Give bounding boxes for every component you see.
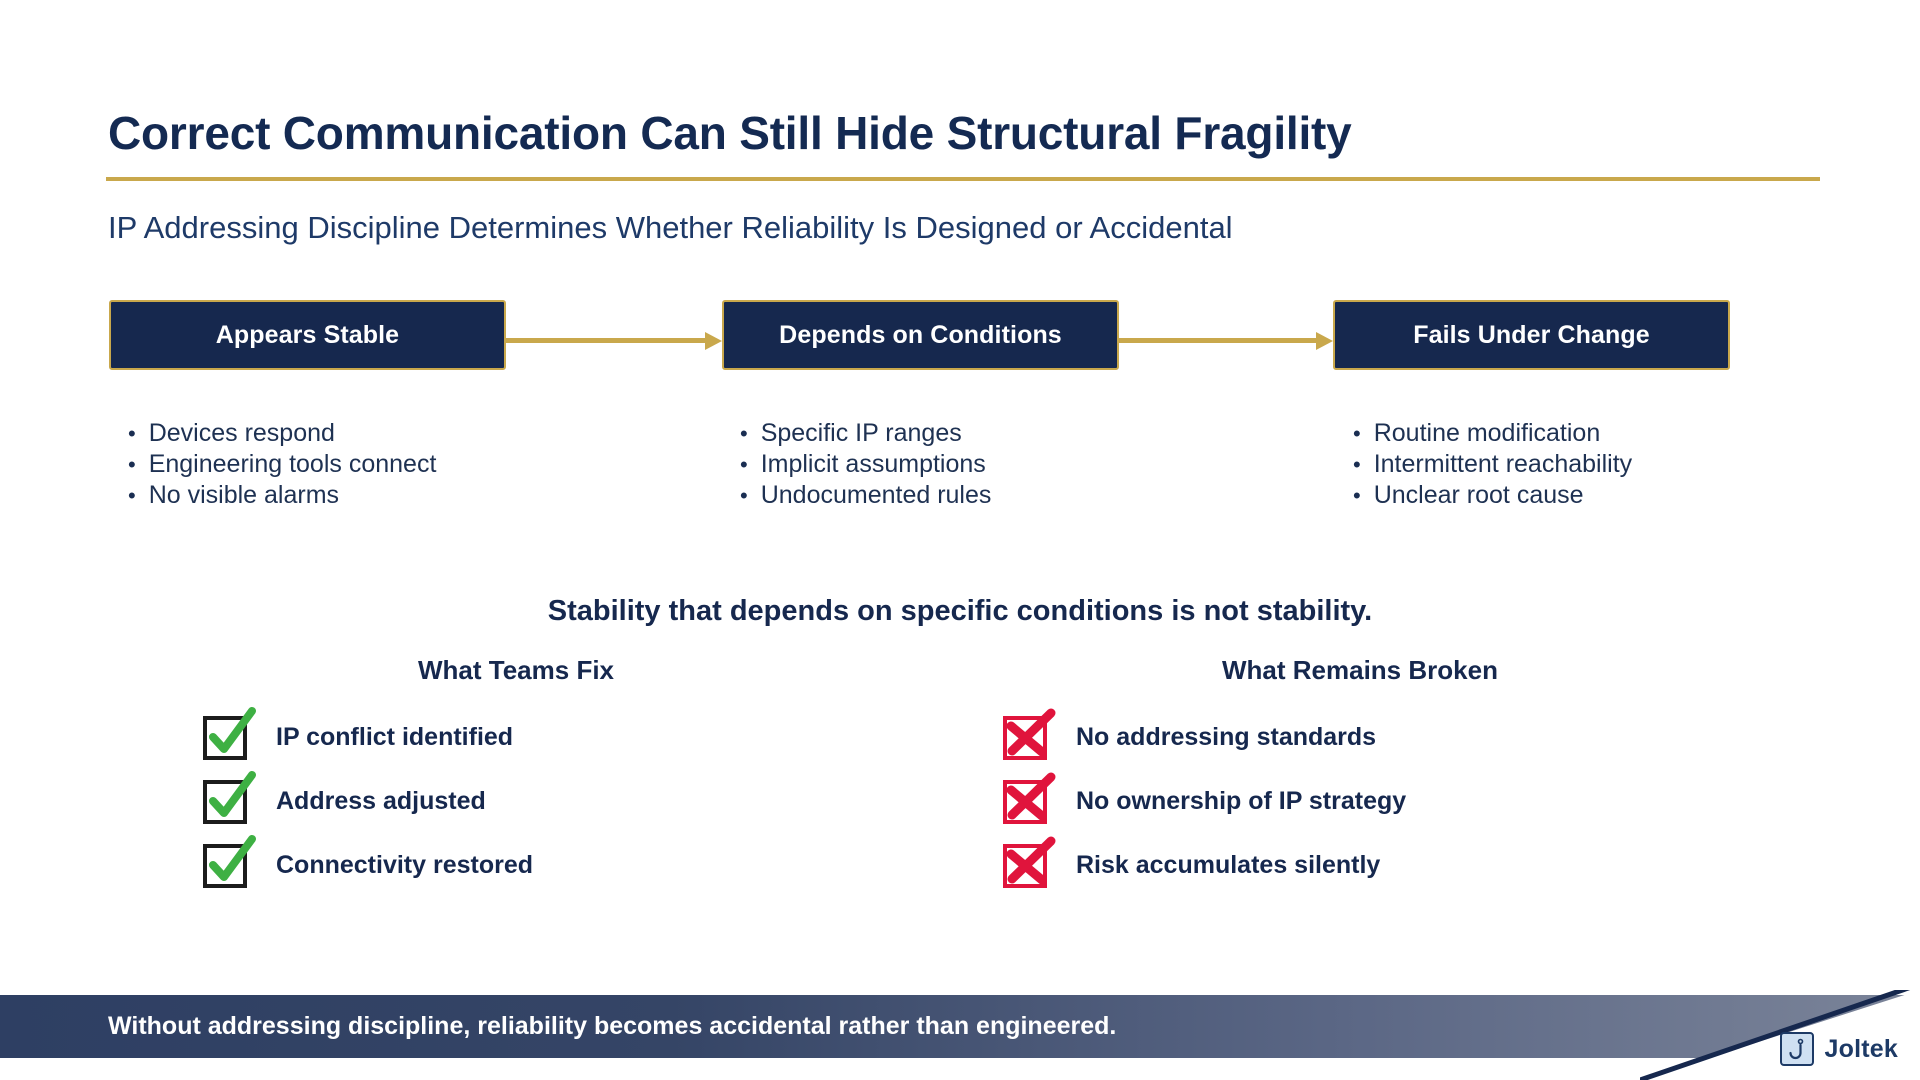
stage-box-depends-on-conditions[interactable]: Depends on Conditions — [722, 300, 1119, 370]
stage-box-appears-stable[interactable]: Appears Stable — [109, 300, 506, 370]
item-label: No addressing standards — [1076, 722, 1377, 751]
item-label: IP conflict identified — [276, 722, 514, 751]
checkbox-check-icon — [202, 771, 256, 826]
stage-label: Fails Under Change — [1413, 320, 1650, 349]
checkbox-cross-icon — [1002, 772, 1056, 826]
item-label: Address adjusted — [276, 786, 486, 815]
item-label: Risk accumulates silently — [1076, 850, 1381, 879]
list-item: • Implicit assumptions — [740, 450, 991, 481]
bullet-dot-icon: • — [128, 483, 136, 508]
list-item: Address adjusted — [202, 771, 486, 830]
footer-message: Without addressing discipline, reliabili… — [108, 1012, 1117, 1040]
joltek-logo-icon — [1779, 1032, 1814, 1066]
column-heading-what-teams-fix: What Teams Fix — [418, 655, 615, 685]
brand-name: Joltek — [1824, 1034, 1898, 1063]
list-item: • Routine modification — [1353, 419, 1632, 450]
list-item: No ownership of IP strategy — [1002, 772, 1406, 830]
list-item: Risk accumulates silently — [1002, 836, 1380, 894]
arrow-head-icon — [705, 332, 722, 350]
stage-label: Appears Stable — [215, 320, 400, 349]
list-item: • Engineering tools connect — [128, 450, 436, 481]
page-subtitle: IP Addressing Discipline Determines Whet… — [108, 210, 1233, 245]
brand-logo: Joltek — [1779, 1032, 1898, 1066]
list-item: • Undocumented rules — [740, 481, 991, 512]
checkbox-cross-icon — [1002, 836, 1056, 890]
list-item: • Unclear root cause — [1353, 481, 1632, 512]
list-item: IP conflict identified — [202, 707, 514, 766]
bullet-dot-icon: • — [740, 483, 748, 508]
list-item: No addressing standards — [1002, 708, 1376, 766]
bullet-dot-icon: • — [1353, 483, 1361, 508]
page-title: Correct Communication Can Still Hide Str… — [108, 107, 1352, 159]
arrow-shaft-icon — [506, 338, 706, 343]
checkbox-cross-icon — [1002, 708, 1056, 762]
bullet-label: Specific IP ranges — [760, 419, 962, 447]
bullet-dot-icon: • — [128, 452, 136, 477]
bullet-dot-icon: • — [740, 452, 748, 477]
list-item: • Specific IP ranges — [740, 419, 991, 450]
title-divider — [106, 177, 1820, 181]
arrow-shaft-icon — [1119, 338, 1317, 343]
bullet-label: Engineering tools connect — [148, 450, 437, 478]
list-item: • Devices respond — [128, 419, 436, 450]
stage-box-fails-under-change[interactable]: Fails Under Change — [1333, 300, 1730, 370]
bullet-label: Implicit assumptions — [760, 450, 986, 478]
stage-bullets-depends-on-conditions: • Specific IP ranges • Implicit assumpti… — [740, 419, 991, 512]
bullet-label: Undocumented rules — [760, 481, 992, 509]
bullet-dot-icon: • — [128, 421, 136, 446]
bullet-label: No visible alarms — [148, 481, 340, 509]
list-item: • Intermittent reachability — [1353, 450, 1632, 481]
column-heading-what-remains-broken: What Remains Broken — [1222, 655, 1498, 685]
flow-arrow-2 — [1119, 332, 1333, 350]
checkbox-check-icon — [202, 707, 256, 762]
list-item: Connectivity restored — [202, 835, 534, 894]
stage-label: Depends on Conditions — [779, 320, 1062, 349]
list-item: • No visible alarms — [128, 481, 436, 512]
stage-bullets-appears-stable: • Devices respond • Engineering tools co… — [128, 419, 436, 512]
bullet-dot-icon: • — [740, 421, 748, 446]
item-label: No ownership of IP strategy — [1076, 786, 1407, 815]
bullet-label: Unclear root cause — [1373, 481, 1584, 509]
bullet-dot-icon: • — [1353, 452, 1361, 477]
footer-bar — [0, 995, 1920, 1058]
checkbox-check-icon — [202, 835, 256, 890]
callout-statement: Stability that depends on specific condi… — [547, 595, 1373, 627]
bullet-label: Routine modification — [1373, 419, 1601, 447]
bullet-label: Intermittent reachability — [1373, 450, 1633, 478]
arrow-head-icon — [1316, 332, 1333, 350]
bullet-dot-icon: • — [1353, 421, 1361, 446]
item-label: Connectivity restored — [276, 850, 534, 879]
stage-bullets-fails-under-change: • Routine modification • Intermittent re… — [1353, 419, 1632, 512]
flow-arrow-1 — [506, 332, 722, 350]
bullet-label: Devices respond — [148, 419, 335, 447]
